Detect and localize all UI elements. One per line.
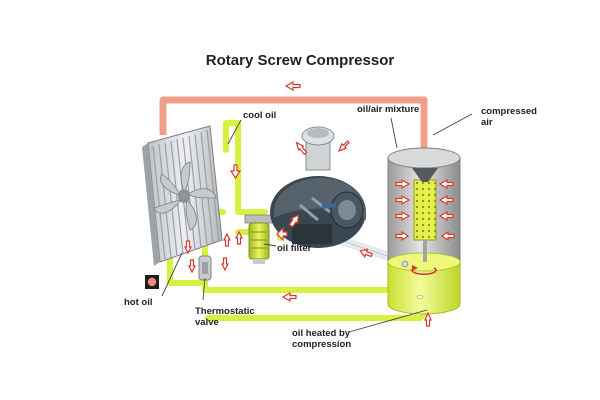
flow-arrow-icon <box>184 240 192 255</box>
flow-arrow-icon <box>281 291 297 303</box>
flow-arrow-icon <box>395 194 411 206</box>
oil-filter-icon <box>244 214 274 264</box>
flow-arrow-icon <box>395 230 410 242</box>
label-thermostatic-valve-line1: Thermostatic <box>195 306 255 317</box>
flow-arrow-icon <box>284 80 301 92</box>
diagram-title: Rotary Screw Compressor <box>205 52 395 69</box>
flow-arrow-icon <box>295 141 308 156</box>
hot-oil-indicator <box>145 275 159 289</box>
label-thermostatic-valve: Thermostatic valve <box>195 306 255 328</box>
flow-arrows <box>184 80 455 327</box>
label-cool-oil: cool oil <box>243 110 277 121</box>
flow-arrow-icon <box>438 194 454 206</box>
flow-arrow-icon <box>223 232 231 247</box>
flow-arrow-icon <box>438 210 454 222</box>
flow-arrow-icon <box>229 164 242 180</box>
leader-lines <box>161 113 473 333</box>
label-oil-heated: oil heated by compression <box>292 328 351 350</box>
label-oil-filter: oil filter <box>277 243 312 254</box>
label-thermostatic-valve-line2: valve <box>195 317 219 328</box>
separator-tank <box>387 147 461 315</box>
flow-arrow-icon <box>424 311 432 327</box>
screw-compressor <box>270 126 366 248</box>
label-compressed-air-line2: air <box>481 117 493 128</box>
flow-arrow-icon <box>276 226 288 242</box>
flow-arrow-icon <box>288 214 300 228</box>
fan-icon <box>153 161 217 231</box>
label-oil-heated-line2: compression <box>292 339 352 350</box>
label-oil-air-mixture: oil/air mixture <box>357 104 420 115</box>
label-compressed-air: compressed air <box>481 106 537 128</box>
flow-arrow-icon <box>438 178 454 190</box>
flow-arrow-icon <box>235 230 243 245</box>
label-oil-heated-line1: oil heated by <box>292 328 351 339</box>
flow-arrow-icon <box>359 248 373 259</box>
label-hot-oil: hot oil <box>124 297 153 308</box>
thermostatic-valve-icon <box>198 255 212 281</box>
flow-arrow-icon <box>337 140 350 153</box>
flow-arrow-icon <box>395 178 411 190</box>
oil-cooler <box>142 125 223 266</box>
flow-arrow-icon <box>440 230 455 242</box>
label-compressed-air-line1: compressed <box>481 106 537 117</box>
flow-arrow-icon <box>395 210 411 222</box>
flow-arrow-icon <box>188 259 196 274</box>
compressed-air-pipe <box>159 96 428 150</box>
flow-arrow-icon <box>221 257 229 272</box>
